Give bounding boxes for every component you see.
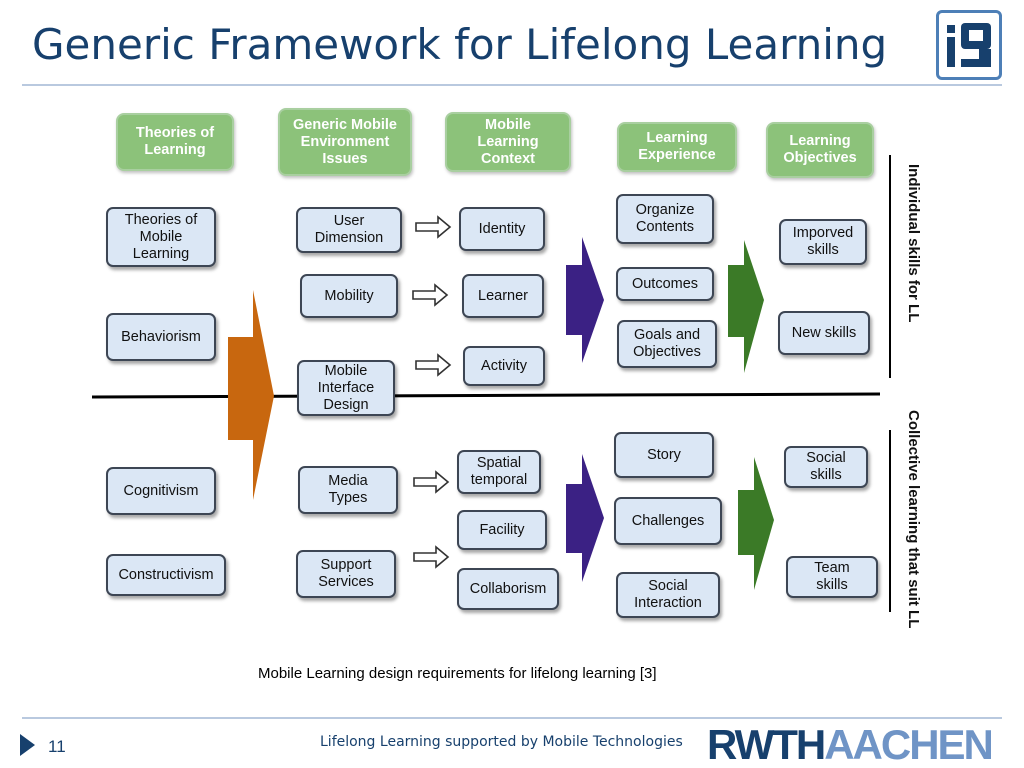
box-social-interaction: Social Interaction <box>616 572 720 618</box>
box-media-types: Media Types <box>298 466 398 514</box>
box-support-services: Support Services <box>296 550 396 598</box>
box-team-skills: Team skills <box>786 556 878 598</box>
orange-arrow <box>228 290 274 500</box>
box-new-skills: New skills <box>778 311 870 355</box>
box-improved-skills: Imporved skills <box>779 219 867 265</box>
box-identity: Identity <box>459 207 545 251</box>
footer-divider <box>22 717 1002 719</box>
header-context: Mobile Learning Context <box>445 112 571 172</box>
label-individual-skills: Individual skills for LL <box>905 164 922 323</box>
box-outcomes: Outcomes <box>616 267 714 301</box>
box-goals-objectives: Goals and Objectives <box>617 320 717 368</box>
header-theories: Theories of Learning <box>116 113 234 171</box>
box-story: Story <box>614 432 714 478</box>
arrow-interface-activity <box>415 353 452 377</box>
rwth-aachen-logo: RWTHAACHEN <box>707 721 994 768</box>
box-mobility: Mobility <box>300 274 398 318</box>
slide-title: Generic Framework for Lifelong Learning <box>32 20 888 69</box>
box-facility: Facility <box>457 510 547 550</box>
purple-arrow-bottom <box>566 454 604 582</box>
box-cognitivism: Cognitivism <box>106 467 216 515</box>
box-theories-mobile-learning: Theories of Mobile Learning <box>106 207 216 267</box>
box-activity: Activity <box>463 346 545 386</box>
box-mobile-interface-design: Mobile Interface Design <box>297 360 395 416</box>
arrow-media-spatial <box>413 470 450 494</box>
header-environment: Generic Mobile Environment Issues <box>278 108 412 176</box>
box-spatial-temporal: Spatial temporal <box>457 450 541 494</box>
arrow-mobility-learner <box>412 283 449 307</box>
box-social-skills: Social skills <box>784 446 868 488</box>
title-divider <box>22 84 1002 86</box>
separator-line <box>91 392 881 399</box>
diagram-caption: Mobile Learning design requirements for … <box>258 665 657 682</box>
box-learner: Learner <box>462 274 544 318</box>
footer-text: Lifelong Learning supported by Mobile Te… <box>320 734 683 750</box>
green-arrow-top <box>728 240 764 373</box>
header-objectives: Learning Objectives <box>766 122 874 178</box>
header-experience: Learning Experience <box>617 122 737 172</box>
purple-arrow-top <box>566 237 604 363</box>
page-number: 11 <box>48 737 66 756</box>
footer-triangle-icon <box>20 734 35 756</box>
arrow-user-identity <box>415 215 452 239</box>
box-collaborism: Collaborism <box>457 568 559 610</box>
box-challenges: Challenges <box>614 497 722 545</box>
i9-logo <box>936 10 1002 80</box>
box-organize-contents: Organize Contents <box>616 194 714 244</box>
arrow-support-facility <box>413 545 450 569</box>
box-user-dimension: User Dimension <box>296 207 402 253</box>
green-arrow-bottom <box>738 457 774 590</box>
box-constructivism: Constructivism <box>106 554 226 596</box>
label-collective-learning: Collective learning that suit LL <box>905 410 922 629</box>
box-behaviorism: Behaviorism <box>106 313 216 361</box>
